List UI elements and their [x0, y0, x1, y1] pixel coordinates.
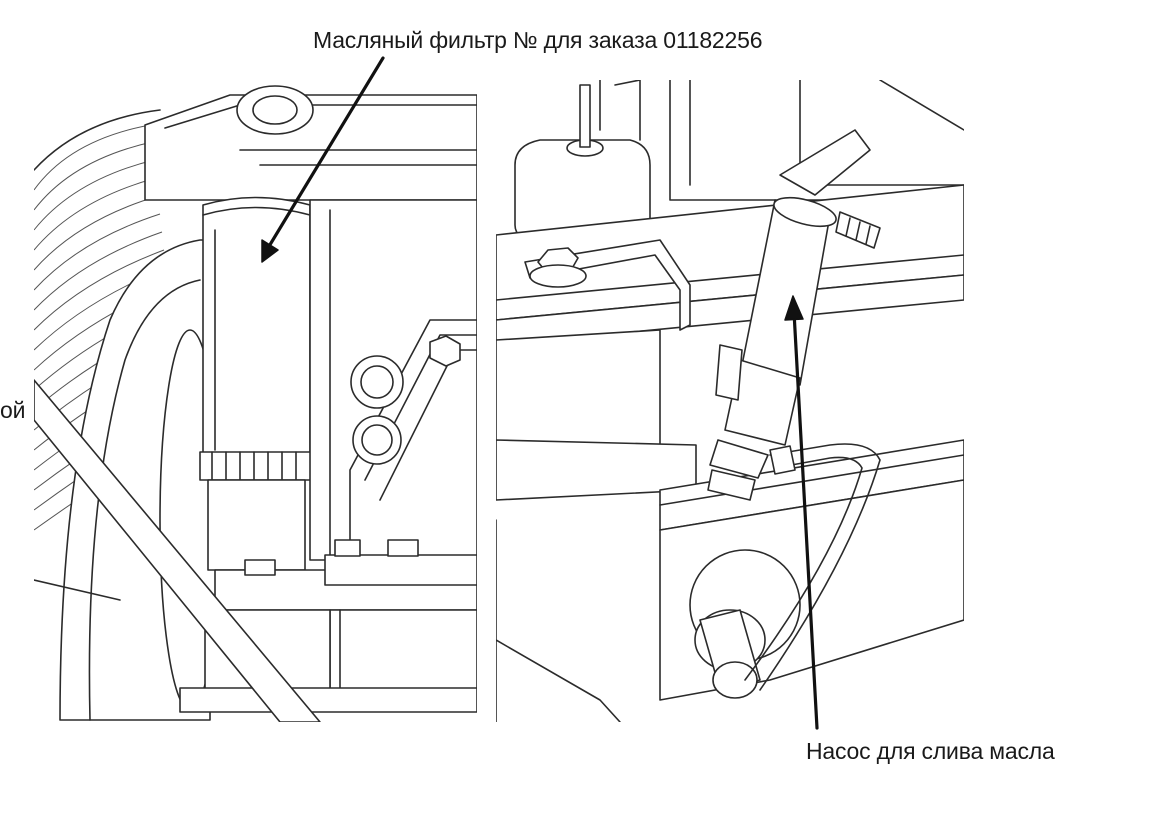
- drain-pump: [707, 129, 881, 501]
- filter-callout-arrow: [261, 56, 385, 263]
- oil-filter: [199, 196, 313, 571]
- cut-off-label-fragment: ой: [0, 397, 26, 423]
- right-panel-drawing: [496, 80, 964, 722]
- pump-callout-arrow: [784, 295, 819, 730]
- left-panel-drawing: [34, 85, 477, 722]
- oil-filter-label: Масляный фильтр № для заказа 01182256: [313, 27, 763, 53]
- drain-pump-label: Насос для слива масла: [806, 738, 1055, 764]
